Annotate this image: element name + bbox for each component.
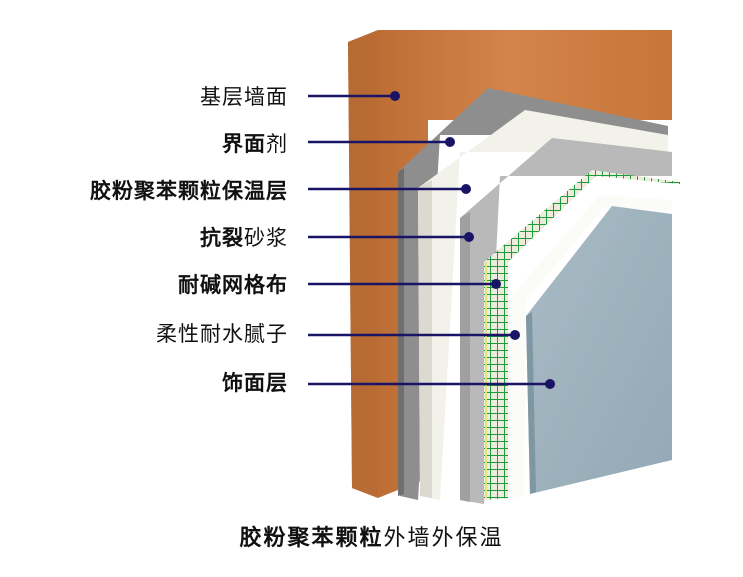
diagram-caption: 胶粉聚苯颗粒外墙外保温	[239, 526, 504, 551]
leader-dot-base-wall	[390, 91, 400, 101]
finish-layer	[526, 206, 672, 494]
label-base-wall: 基层墙面	[200, 85, 288, 109]
label-anti-crack-mortar: 抗裂砂浆	[200, 226, 288, 250]
interface-agent-layer	[398, 88, 668, 500]
leader-dot-finish-layer	[545, 379, 555, 389]
leader-lines	[308, 91, 555, 389]
label-mesh: 耐碱网格布	[178, 273, 288, 297]
leader-dot-mesh	[491, 279, 501, 289]
leader-dot-anti-crack-mortar	[464, 232, 474, 242]
leader-dot-interface-agent	[445, 137, 455, 147]
putty-layer	[508, 195, 672, 498]
label-putty: 柔性耐水腻子	[156, 322, 288, 346]
label-finish-layer: 饰面层	[222, 371, 288, 395]
leader-dot-insulation	[461, 184, 471, 194]
label-insulation: 胶粉聚苯颗粒保温层	[90, 179, 288, 203]
label-interface-agent: 界面剂	[222, 132, 288, 156]
alkali-resistant-mesh-layer	[484, 170, 680, 500]
leader-dot-putty	[510, 330, 520, 340]
